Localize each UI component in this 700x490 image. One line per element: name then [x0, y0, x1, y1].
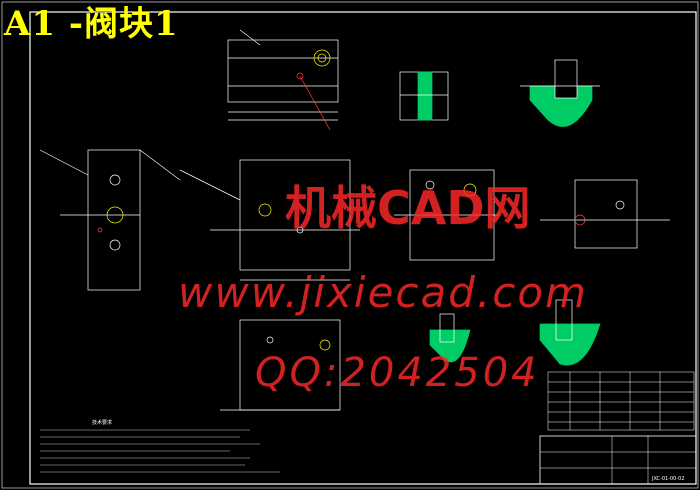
view-far-right	[540, 179, 670, 249]
parameter-table	[547, 371, 695, 431]
watermark-qq: QQ:2042504	[255, 350, 540, 396]
title-block: JXC-01-00-02	[539, 435, 697, 485]
view-section-d	[539, 299, 601, 366]
technical-requirements: 技术要求	[40, 419, 280, 473]
inner-frame	[29, 11, 697, 485]
view-top-block	[227, 29, 339, 131]
watermark-site-name: 机械CAD网	[285, 181, 531, 235]
view-section-c	[429, 313, 471, 363]
watermark-url: www.jixiecad.com	[178, 268, 588, 317]
view-bottom-center	[220, 319, 341, 411]
drawing-title: A1 -阀块1	[4, 4, 179, 44]
drawing-code: JXC-01-00-02	[651, 476, 685, 482]
view-section-b	[520, 59, 600, 128]
tech-heading: 技术要求	[92, 419, 112, 426]
view-center-main	[179, 159, 360, 281]
view-left	[39, 149, 181, 291]
view-section-a	[399, 71, 449, 121]
view-right-center	[394, 169, 500, 261]
